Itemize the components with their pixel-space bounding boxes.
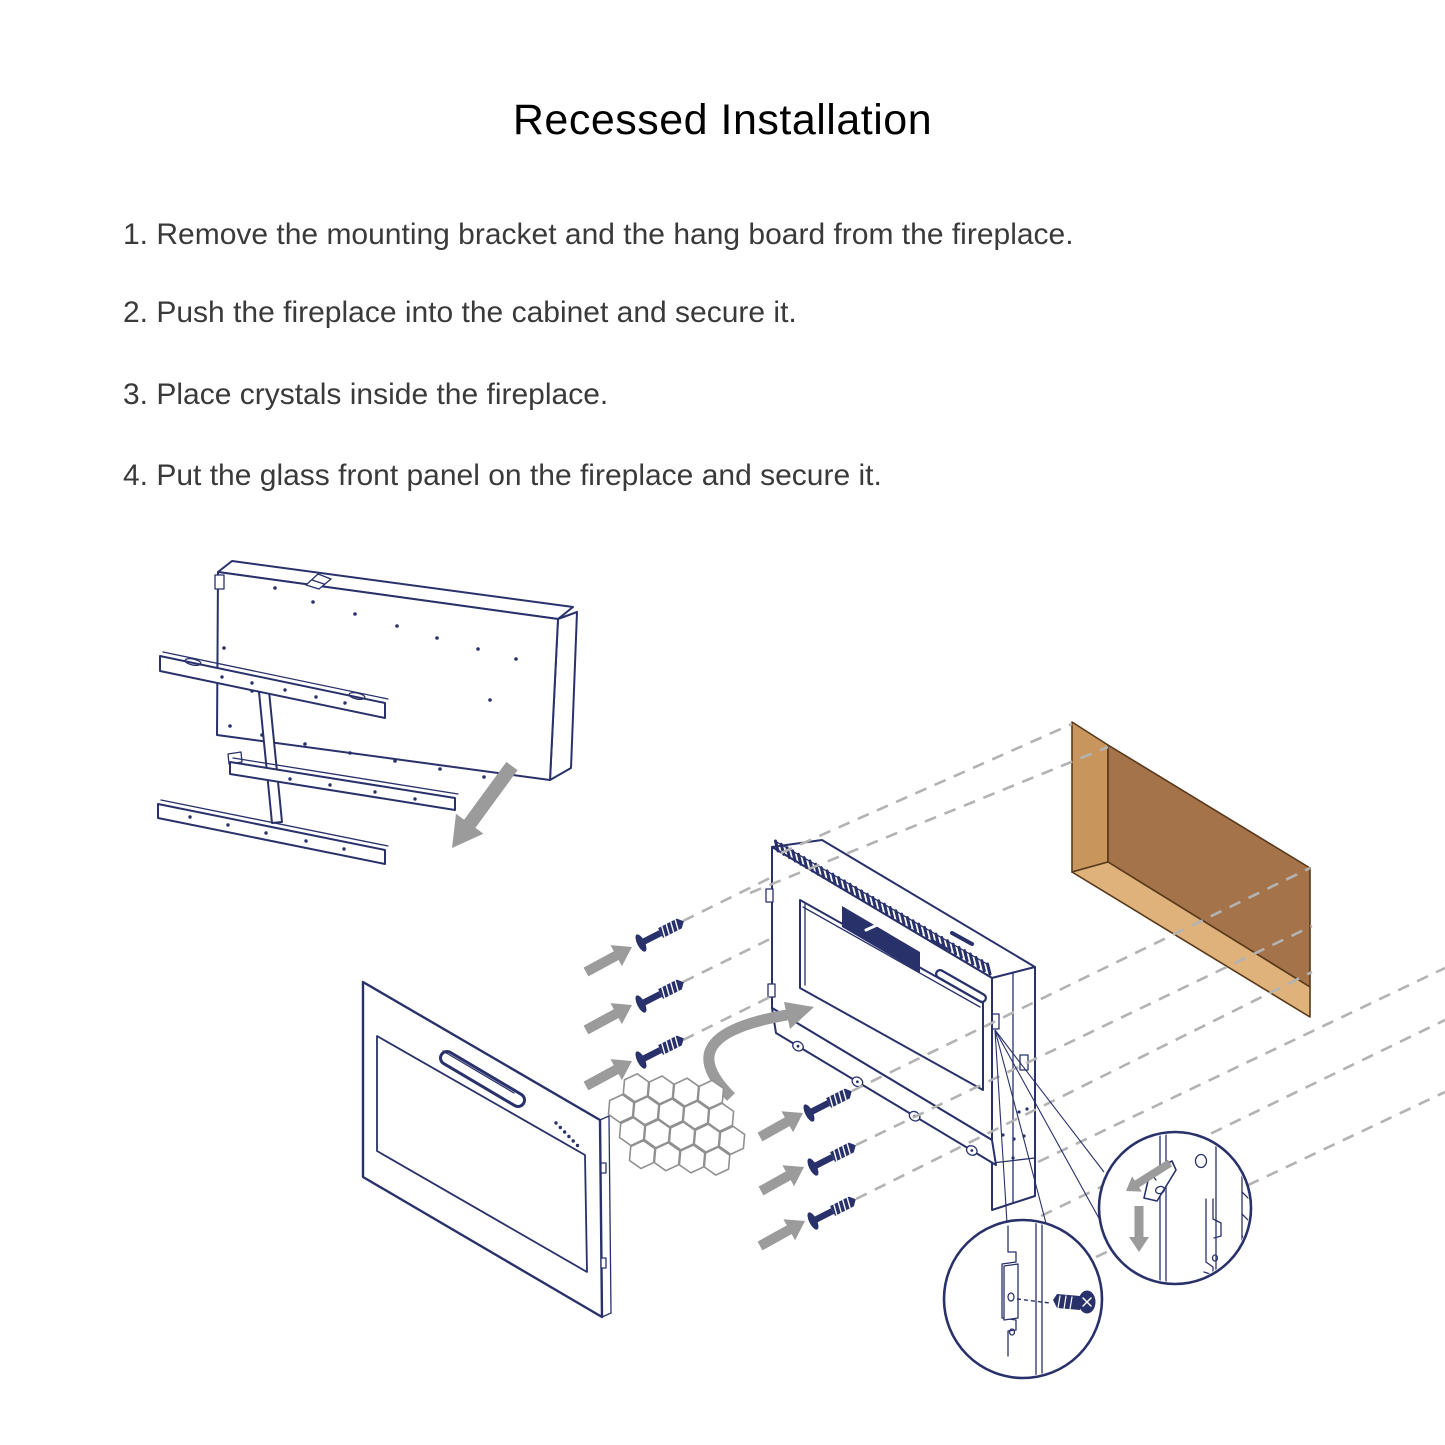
crystal: [618, 1116, 646, 1147]
arrow: [583, 1059, 632, 1091]
mounting-screws-bottom: [803, 1088, 856, 1230]
arrow: [758, 1165, 804, 1196]
screw: [635, 1035, 684, 1069]
hang-tab-line: [311, 579, 325, 585]
cabinet-side-wall: [1071, 721, 1109, 873]
arrow: [1126, 1159, 1173, 1192]
unit-right-panel: [990, 966, 1036, 1211]
dashed-guide-line: [855, 970, 1313, 1201]
left-flange-tab: [765, 888, 774, 903]
dashed-guide-line: [682, 875, 773, 923]
panel-frame: [361, 980, 604, 1319]
screw: [635, 979, 684, 1013]
crystal-hexagons: [607, 1073, 746, 1176]
crystal: [718, 1125, 746, 1156]
cabinet-floor: [1071, 861, 1311, 1018]
back-corner-tab: [214, 574, 225, 590]
arrow: [1129, 1206, 1149, 1252]
dashed-guide-line: [749, 745, 1109, 895]
panel-side-tab: [600, 1257, 607, 1269]
fireplace-unit: [765, 839, 1036, 1211]
arrow: [757, 1111, 803, 1142]
mounting-screws-left: [635, 918, 684, 1069]
detail-callout-lines: [994, 1029, 1123, 1261]
instruction-step-2: 2. Push the fireplace into the cabinet a…: [123, 296, 797, 329]
hook-profile: [1212, 1198, 1222, 1239]
crystal: [703, 1146, 731, 1176]
dashed-guide-line: [780, 722, 1073, 855]
screw: [807, 1196, 856, 1230]
back-panel-screw-dots: [222, 586, 518, 779]
dashed-guide-line: [682, 994, 773, 1042]
panel-hole: [1194, 1153, 1208, 1169]
instruction-step-3: 3. Place crystals inside the fireplace.: [123, 378, 609, 411]
crystal: [707, 1102, 735, 1133]
instruction-step-4: 4. Put the glass front panel on the fire…: [123, 459, 882, 492]
bottom-flange-tabs: [792, 1040, 978, 1156]
latch-direction-arrows: [1126, 1159, 1173, 1252]
screw-direction-arrows: [583, 945, 805, 1251]
bracket-plate: [1003, 1263, 1019, 1321]
hang-board-top-rail: [159, 651, 389, 719]
detail-screw: [1053, 1290, 1096, 1314]
screw: [807, 1142, 856, 1176]
hang-board-middle-rail: [227, 751, 459, 811]
dashed-guide-line: [682, 936, 773, 984]
removal-direction-arrow: [452, 761, 518, 848]
mounting-bracket: [157, 651, 459, 865]
detail-circle-latch: [1097, 1130, 1253, 1286]
unit-bottom-flange: [771, 1007, 997, 1166]
panel-indicator-dots: [554, 1121, 580, 1148]
right-panel-dots: [1001, 1107, 1029, 1160]
top-face-slot-mark: [950, 931, 974, 946]
screw: [635, 918, 684, 952]
panel-side-tab: [600, 1162, 607, 1174]
left-flange-tab: [767, 983, 776, 998]
arrow: [583, 945, 632, 977]
arrow: [452, 761, 518, 848]
crystal: [628, 1139, 656, 1170]
cabinet-recess: [1071, 721, 1311, 1018]
rail-slot: [184, 657, 202, 667]
bracket-profile: [1001, 1225, 1017, 1357]
crystal: [697, 1079, 725, 1110]
panel-glass-window: [376, 1035, 588, 1273]
top-face-slot-mark: [930, 939, 948, 951]
unit-opening: [799, 899, 984, 1091]
fireplace-back-view: [157, 560, 578, 865]
rail-slot: [348, 691, 366, 701]
detail-circle-screw: [942, 1218, 1104, 1380]
arrow: [757, 1219, 805, 1251]
dashed-guide-line: [851, 866, 1311, 1093]
crystal: [607, 1093, 635, 1124]
instruction-step-1: 1. Remove the mounting bracket and the h…: [123, 218, 1074, 251]
opening-inner-edge: [802, 906, 981, 1008]
dashed-guide-line: [855, 924, 1313, 1147]
dashed-guide-line: [1037, 966, 1445, 1164]
rail-screw-dots: [188, 675, 417, 851]
front-vent-slot: [935, 969, 987, 1003]
unit-display-slot: [842, 906, 920, 973]
arrow: [583, 1003, 632, 1035]
crystal: [622, 1073, 650, 1103]
screw-hole: [1007, 1292, 1015, 1302]
glass-front-panel: [361, 980, 612, 1319]
panel-handle-slot: [439, 1050, 526, 1108]
screw: [803, 1088, 852, 1122]
hang-board-bottom-rail: [157, 799, 389, 865]
page-title: Recessed Installation: [512, 96, 933, 144]
